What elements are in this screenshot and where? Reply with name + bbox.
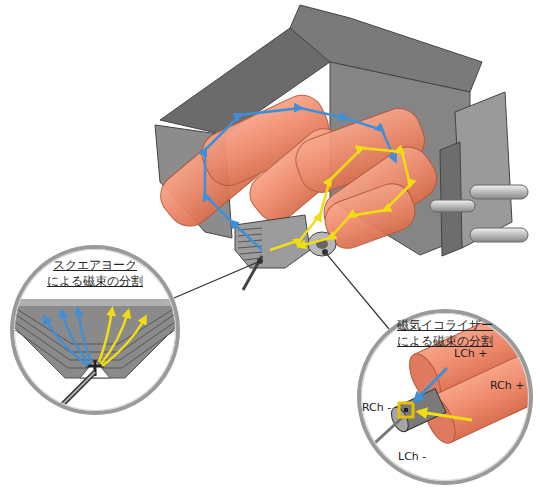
flux-arrow bbox=[205, 108, 395, 250]
inset-circle: 磁気イコライザー による磁束の分割 bbox=[357, 309, 533, 485]
square-yoke-detail bbox=[15, 300, 175, 412]
square-yoke-detail bbox=[45, 310, 145, 366]
magnetic-equalizer-detail bbox=[399, 403, 413, 417]
output-pins bbox=[470, 185, 528, 199]
flux-arrow bbox=[205, 108, 410, 250]
inset-ground bbox=[10, 245, 180, 415]
inset-heading: 磁気イコライザー による磁束の分割 bbox=[395, 317, 495, 349]
magnetic-equalizer-detail bbox=[404, 408, 408, 412]
circle-outline bbox=[362, 314, 529, 481]
leader-line bbox=[257, 258, 263, 264]
square-yoke-detail bbox=[102, 318, 145, 366]
leader-line bbox=[325, 252, 389, 329]
square-yoke-detail bbox=[62, 312, 89, 364]
magnetic-equalizer-detail bbox=[388, 389, 446, 435]
inset-circle: スクエアヨーク による磁束の分割 bbox=[10, 245, 180, 415]
channel-label: LCh - bbox=[398, 450, 426, 463]
flux-arrow bbox=[270, 148, 410, 250]
square-yoke-detail bbox=[99, 310, 112, 362]
output-pins bbox=[430, 185, 528, 242]
square-yoke-detail bbox=[15, 300, 175, 378]
cartridge-body bbox=[440, 142, 462, 256]
magnetic-equalizer-detail bbox=[420, 412, 472, 420]
square-yoke bbox=[235, 215, 336, 290]
output-pins bbox=[430, 200, 475, 212]
leader-line bbox=[174, 262, 258, 298]
circle-outline bbox=[12, 247, 178, 413]
inset-heading: スクエアヨーク による磁束の分割 bbox=[45, 257, 145, 289]
channel-label: RCh + bbox=[490, 379, 524, 392]
magnetic-equalizer-detail bbox=[365, 291, 540, 452]
cartridge-body bbox=[155, 5, 512, 256]
channel-label: LCh + bbox=[454, 347, 488, 360]
channel-label: RCh - bbox=[362, 401, 391, 414]
magnetic-equalizer-detail bbox=[416, 368, 447, 400]
output-pins bbox=[470, 228, 528, 242]
square-yoke-detail bbox=[15, 300, 175, 306]
square-yoke-detail bbox=[15, 308, 175, 368]
cartridge-body bbox=[455, 92, 512, 248]
square-yoke-detail bbox=[78, 310, 91, 362]
square-yoke bbox=[243, 256, 262, 290]
circle-outline bbox=[359, 311, 531, 483]
circle-outline bbox=[15, 250, 176, 411]
leader-line bbox=[174, 249, 389, 329]
square-yoke bbox=[238, 228, 262, 260]
magnetic-equalizer-detail bbox=[365, 416, 404, 452]
leader-line bbox=[322, 249, 328, 255]
